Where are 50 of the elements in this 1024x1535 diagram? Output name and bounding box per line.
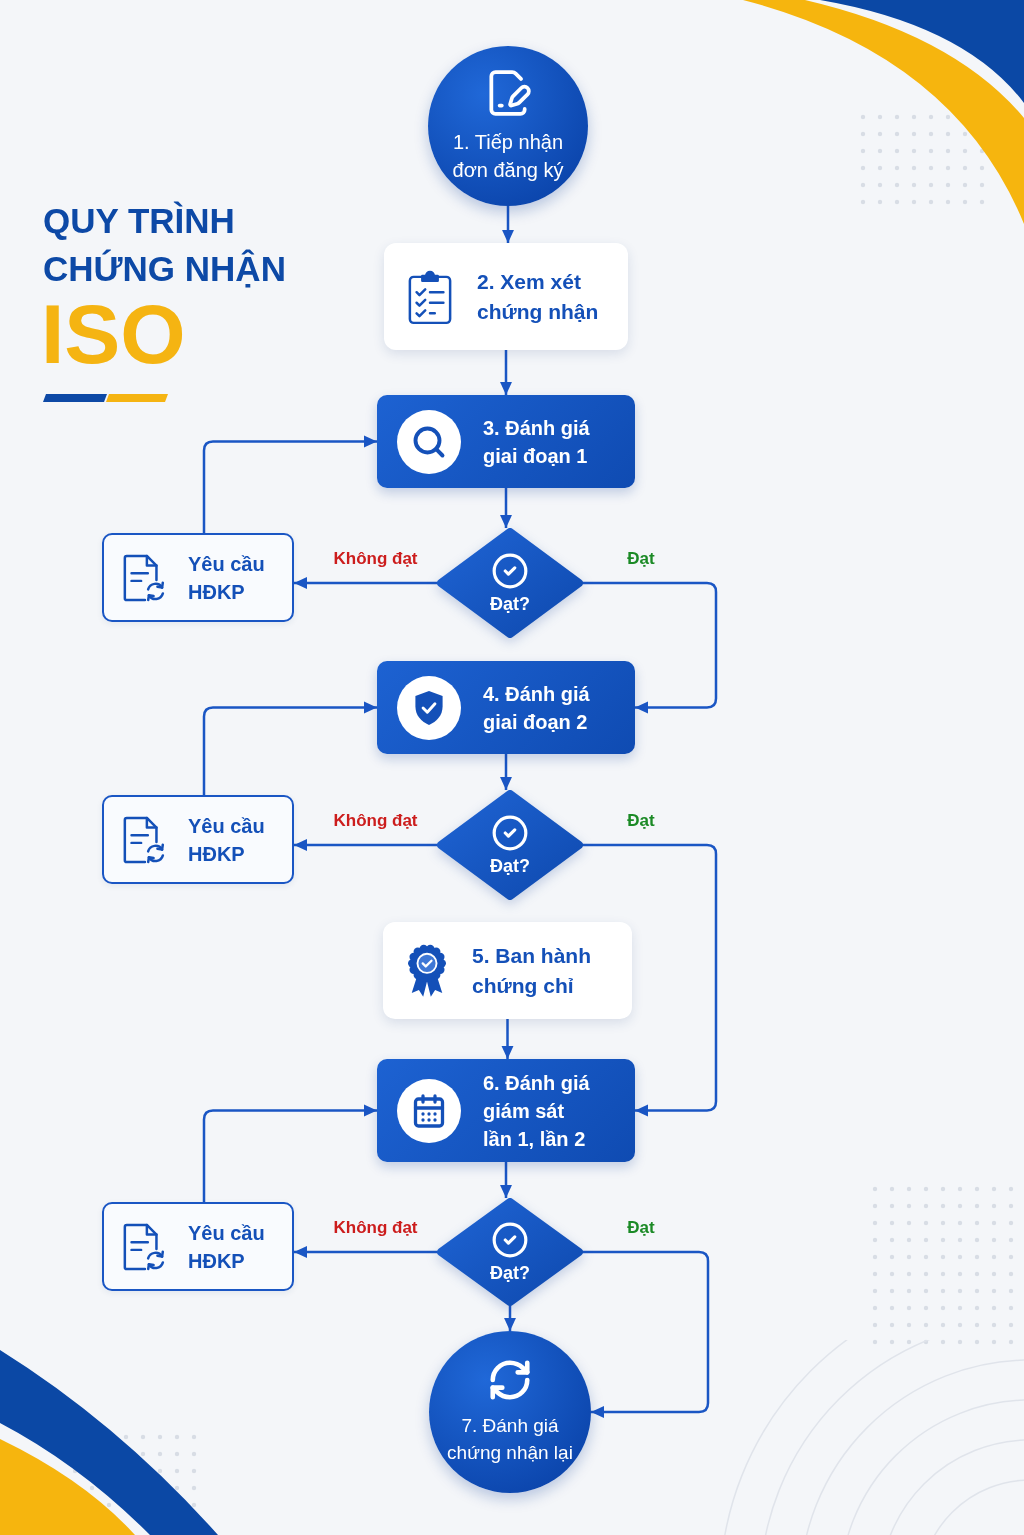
action-box [102, 1202, 294, 1291]
step-label: 2. Xem xét chứng nhận [477, 269, 600, 325]
decision-label: Đạt? [490, 1262, 530, 1286]
arrow [502, 206, 514, 243]
edge-label: Đạt [627, 1218, 655, 1238]
arrow [294, 1246, 437, 1258]
process-box [383, 922, 632, 1019]
step-label: 4. Đánh giá giai đoạn 2 [483, 681, 591, 735]
arrow [202, 1104, 377, 1202]
arrow [500, 488, 512, 528]
arrow [500, 1162, 512, 1198]
edge-label: Không đạt [333, 811, 418, 831]
decision-diamond [437, 528, 583, 638]
step-label: 7. Đánh giá chứng nhận lại [446, 1414, 574, 1465]
title-highlight: ISO [41, 292, 186, 376]
process-box [384, 243, 628, 350]
arrow [500, 350, 512, 395]
decision-diamond [437, 1198, 583, 1306]
edge-label: Đạt [627, 549, 655, 569]
arrow [294, 839, 437, 851]
process-circle [428, 46, 588, 206]
action-box [102, 795, 294, 884]
edge-label: Không đạt [333, 1218, 418, 1238]
process-box [377, 661, 635, 754]
decision-diamond [437, 790, 583, 900]
arrow [202, 435, 377, 533]
step-label: Yêu cầu HĐKP [188, 813, 266, 867]
action-box [102, 533, 294, 622]
arrow [583, 581, 718, 714]
diagram-title: QUY TRÌNH CHỨNG NHẬN [43, 200, 287, 290]
process-box [377, 1059, 635, 1162]
arrow [501, 1019, 514, 1059]
arrow [294, 577, 437, 589]
arrow [202, 701, 377, 795]
arrow [583, 843, 718, 1117]
process-circle [429, 1331, 591, 1493]
step-label: 5. Ban hành chứng chỉ [472, 943, 593, 999]
step-label: Yêu cầu HĐKP [188, 1220, 266, 1274]
edge-label: Đạt [627, 811, 655, 831]
step-label: 3. Đánh giá giai đoạn 1 [483, 415, 591, 469]
edge-label: Không đạt [333, 549, 418, 569]
decision-label: Đạt? [490, 593, 530, 617]
arrow [583, 1250, 710, 1418]
step-label: Yêu cầu HĐKP [188, 551, 266, 605]
step-label: 6. Đánh giá giám sát lần 1, lần 2 [483, 1070, 591, 1152]
arrow [504, 1306, 516, 1331]
arrow [500, 754, 512, 790]
step-label: 1. Tiếp nhận đơn đăng ký [451, 130, 565, 183]
decision-label: Đạt? [490, 855, 530, 879]
process-box [377, 395, 635, 488]
